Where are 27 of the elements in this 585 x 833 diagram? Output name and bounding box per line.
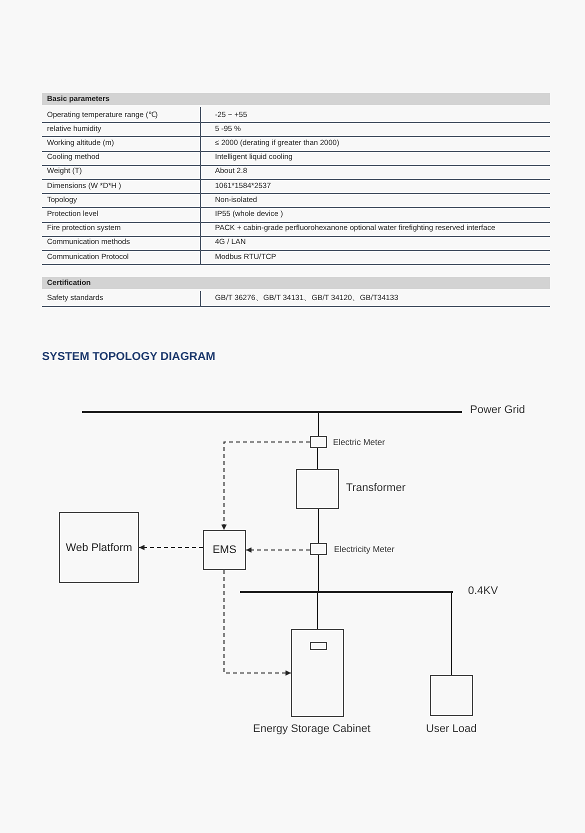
bus-line — [82, 411, 462, 412]
equipment-label: Electric Meter — [333, 437, 385, 447]
equipment-label: User Load — [426, 723, 477, 735]
signal-line — [223, 570, 291, 676]
equipment-label: Energy Storage Cabinet — [253, 723, 370, 735]
power-line — [316, 448, 318, 469]
equipment-box — [310, 543, 327, 555]
equipment-label: Electricity Meter — [334, 544, 394, 554]
equipment-box — [296, 469, 339, 509]
power-line — [318, 555, 320, 591]
equipment-label: 0.4KV — [468, 585, 498, 597]
section-title: SYSTEM TOPOLOGY DIAGRAM — [42, 351, 216, 363]
power-line — [318, 412, 320, 436]
equipment-box — [310, 436, 327, 448]
signal-line — [139, 544, 203, 550]
equipment-label: Transformer — [346, 482, 406, 494]
system-box: EMS — [203, 530, 246, 570]
equipment-label: Power Grid — [470, 404, 526, 416]
equipment-box — [430, 675, 473, 716]
bus-line — [240, 591, 453, 592]
signal-line — [221, 441, 310, 530]
power-line — [318, 509, 320, 543]
equipment-box — [291, 629, 344, 717]
system-box: Web Platform — [59, 512, 139, 583]
signal-line — [246, 547, 310, 553]
power-line — [450, 592, 452, 675]
power-line — [316, 592, 318, 629]
